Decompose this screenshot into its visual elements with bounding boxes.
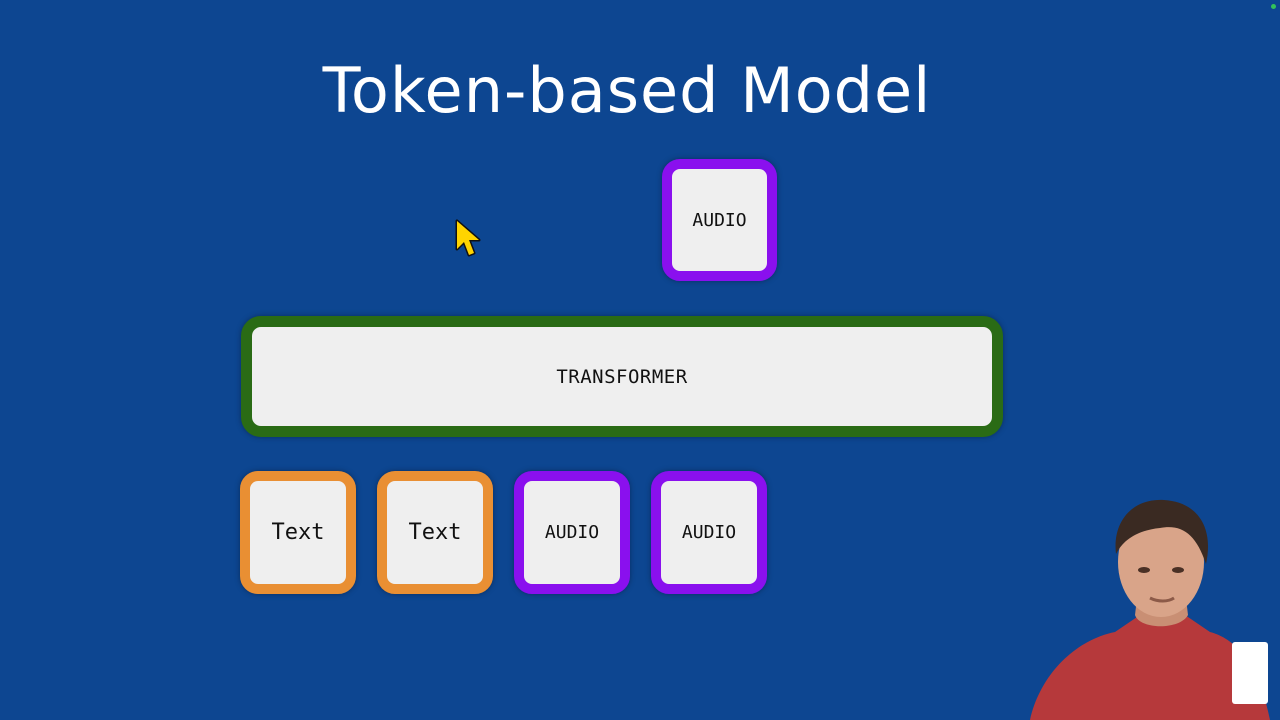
recording-dot-icon [1271, 4, 1276, 9]
webcam-overlay-icon [1232, 642, 1268, 704]
input-text-token-2: Text [377, 471, 493, 594]
slide-title: Token-based Model [322, 54, 932, 127]
mouse-pointer-icon [455, 219, 481, 257]
input-audio-token-1: AUDIO [514, 471, 630, 594]
input-text-token-1: Text [240, 471, 356, 594]
output-audio-token: AUDIO [662, 159, 777, 281]
input-audio-token-2: AUDIO [651, 471, 767, 594]
transformer-block: TRANSFORMER [241, 316, 1003, 437]
presenter-webcam-image [1030, 499, 1270, 720]
